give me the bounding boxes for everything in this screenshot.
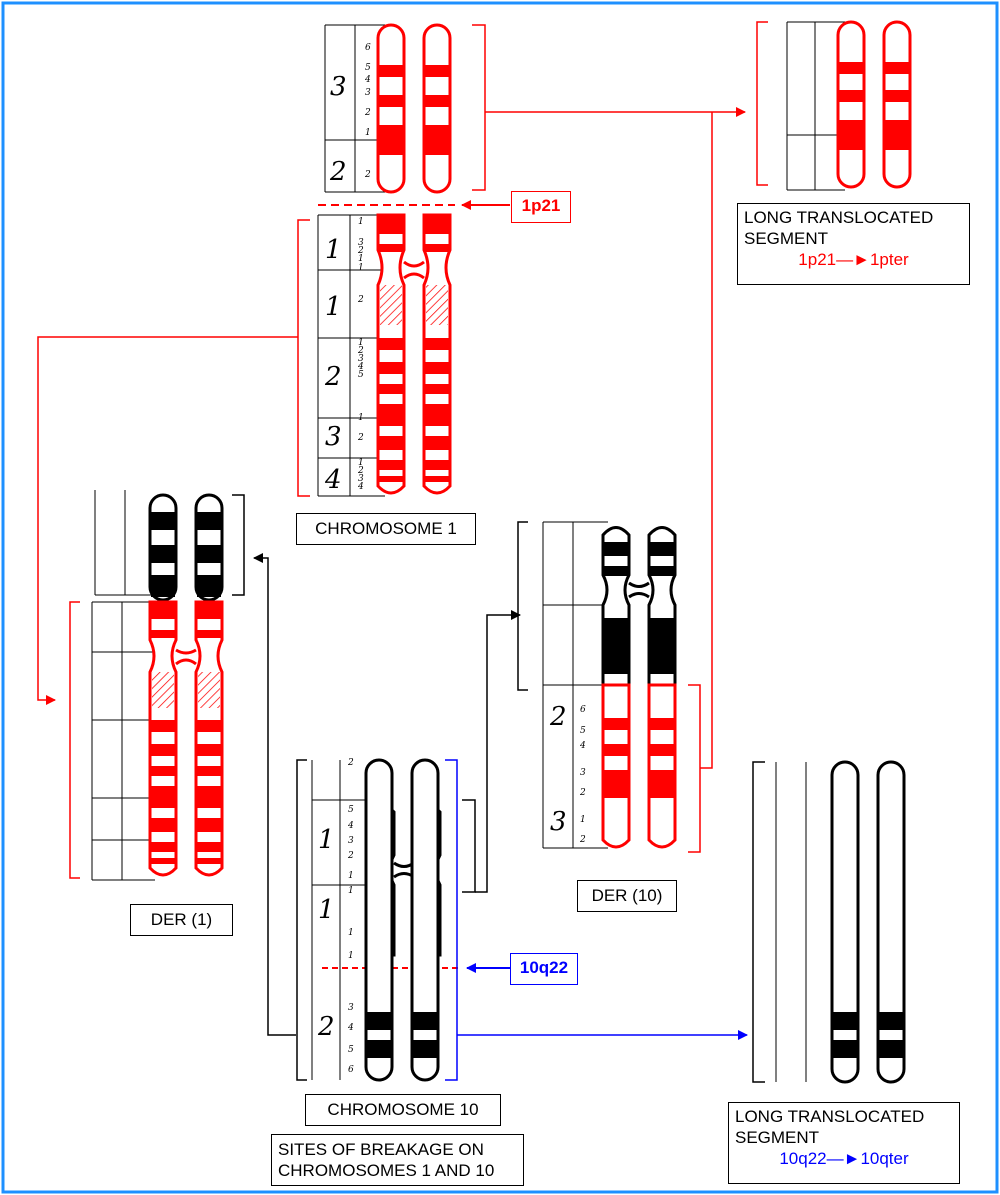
band-subband-label: 4 (357, 482, 364, 492)
chr10-q-to-der1-arrow (253, 553, 296, 1036)
band-subband-label: 5 (348, 1045, 354, 1055)
chromosome-1-drawing (317, 213, 452, 497)
band-region-label: 2 (317, 1012, 335, 1042)
band-subband-label: 3 (358, 474, 364, 484)
der1-drawing (69, 490, 245, 881)
segment-10-title-2: SEGMENT (735, 1128, 820, 1147)
band-region-label: 2 (329, 157, 347, 187)
chromosome-10-label: CHROMOSOME 10 (305, 1094, 501, 1126)
band-subband-label: 1 (365, 128, 371, 138)
band-subband-label: 2 (357, 433, 364, 443)
band-subband-label: 1 (348, 886, 354, 896)
chr1-to-der1-arrow (37, 336, 298, 705)
band-subband-label: 3 (580, 768, 586, 778)
segment-1-label: LONG TRANSLOCATED SEGMENT 1p21—►1pter (737, 203, 970, 285)
band-subband-label: 1 (358, 338, 364, 348)
band-subband-label: 1 (358, 413, 364, 423)
chromosome-1-label: CHROMOSOME 1 (296, 513, 476, 545)
band-subband-label: 5 (365, 63, 371, 73)
band-region-label: 4 (324, 465, 342, 495)
segment-10-title-1: LONG TRANSLOCATED (735, 1107, 925, 1126)
band-subband-label: 2 (579, 788, 586, 798)
band-region-label: 2 (549, 702, 567, 732)
band-region-label: 1 (325, 235, 342, 265)
pter-to-der10-line (700, 112, 713, 769)
band-subband-label: 6 (348, 1065, 354, 1075)
segment-1-title-2: SEGMENT (744, 229, 829, 248)
band-subband-label: 3 (358, 354, 364, 364)
band-subband-label: 4 (347, 1023, 354, 1033)
band-subband-label: 1 (358, 263, 364, 273)
band-region-label: 1 (325, 292, 342, 322)
band-subband-label: 3 (348, 1003, 354, 1013)
band-subband-label: 2 (357, 295, 364, 305)
band-subband-label: 2 (579, 835, 586, 845)
band-subband-label: 1 (358, 254, 364, 264)
chromosome-10-text: CHROMOSOME 10 (327, 1100, 479, 1119)
sites-of-breakage-label: SITES OF BREAKAGE ON CHROMOSOMES 1 AND 1… (271, 1134, 524, 1186)
band-subband-label: 4 (579, 741, 586, 751)
band-subband-label: 2 (364, 170, 371, 180)
band-subband-label: 2 (357, 346, 364, 356)
segment-1-range: 1p21—►1pter (798, 250, 909, 269)
breakpoint-10q22-label: 10q22 (510, 953, 578, 985)
chr1-der-bracket (297, 219, 310, 497)
sites-line-2: CHROMOSOMES 1 AND 10 (278, 1161, 495, 1180)
band-subband-label: 3 (358, 238, 364, 248)
der10-text: DER (10) (591, 886, 663, 905)
band-subband-label: 3 (348, 836, 354, 846)
chr10-qter-fragment (296, 758, 458, 1082)
segment-10-range: 10q22—►10qter (779, 1149, 909, 1168)
band-subband-label: 2 (347, 758, 354, 768)
band-subband-label: 1 (348, 928, 354, 938)
band-subband-label: 4 (357, 362, 364, 372)
band-subband-label: 2 (357, 466, 364, 476)
der1-text: DER (1) (150, 910, 213, 929)
band-subband-label: 5 (348, 805, 354, 815)
band-subband-label: 6 (580, 705, 586, 715)
band-subband-label: 1 (358, 217, 364, 227)
der1-label: DER (1) (130, 904, 233, 936)
band-region-label: 2 (324, 362, 342, 392)
band-subband-label: 1 (358, 458, 364, 468)
band-subband-label: 3 (365, 88, 371, 98)
chr1-pter-fragment (324, 23, 486, 194)
band-region-label: 3 (325, 422, 342, 452)
band-region-label: 1 (318, 895, 335, 925)
band-region-label: 1 (318, 825, 335, 855)
segment-10-drawing (752, 760, 906, 1084)
band-region-label: 3 (330, 72, 347, 102)
chr10-p-to-der10-arrow (475, 610, 521, 893)
band-numbers: 3265432121123413211212345121234223456115… (317, 43, 586, 1075)
band-subband-label: 2 (364, 108, 371, 118)
der10-label: DER (10) (577, 880, 677, 912)
segment-1-drawing (756, 20, 912, 191)
der10-drawing (517, 521, 701, 853)
band-subband-label: 5 (358, 370, 364, 380)
segment-10-label: LONG TRANSLOCATED SEGMENT 10q22—►10qter (728, 1102, 960, 1184)
sites-line-1: SITES OF BREAKAGE ON (278, 1140, 484, 1159)
band-subband-label: 2 (347, 851, 354, 861)
band-subband-label: 2 (357, 246, 364, 256)
band-subband-label: 1 (348, 951, 354, 961)
band-subband-label: 1 (348, 871, 354, 881)
band-subband-label: 6 (365, 43, 371, 53)
band-region-label: 3 (550, 807, 567, 837)
band-subband-label: 4 (364, 75, 371, 85)
chromosome-1-text: CHROMOSOME 1 (315, 519, 457, 538)
breakpoint-1p21-label: 1p21 (511, 191, 571, 223)
band-subband-label: 5 (580, 726, 586, 736)
band-subband-label: 4 (347, 821, 354, 831)
segment-1-title-1: LONG TRANSLOCATED (744, 208, 934, 227)
band-subband-label: 1 (580, 815, 586, 825)
